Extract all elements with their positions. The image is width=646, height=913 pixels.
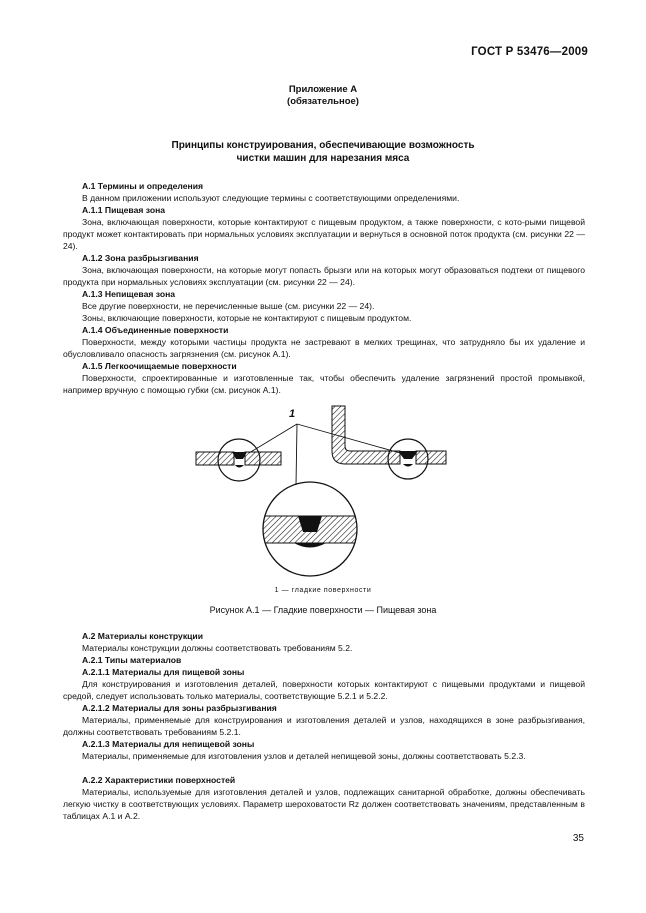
left-plate-a — [195, 451, 235, 466]
bent-plate — [331, 405, 401, 465]
section-heading: А.2.1 Типы материалов — [82, 655, 182, 665]
figure-legend: 1 — гладкие поверхности — [274, 587, 372, 594]
main-title-line1: Принципы конструирования, обеспечивающие… — [171, 140, 475, 151]
appendix-subtitle: (обязательное) — [287, 96, 359, 107]
section-heading: А.1.3 Непищевая зона — [82, 289, 176, 299]
right-detail-circle — [387, 438, 429, 480]
paragraph: Поверхности, спроектированные и изготовл… — [63, 373, 585, 395]
main-title-line2: чистки машин для нарезания мяса — [236, 153, 410, 164]
left-plate-b — [244, 451, 282, 466]
paragraph: Зоны, включающие поверхности, которые не… — [82, 313, 412, 323]
paragraph: Поверхности, между которыми частицы прод… — [63, 337, 585, 359]
section-heading: А.2.1.3 Материалы для непищевой зоны — [82, 739, 255, 749]
paragraph: Материалы, используемые для изготовления… — [63, 787, 585, 821]
enlarged-detail-circle — [262, 481, 358, 577]
right-weld-bead — [403, 464, 413, 467]
right-plate — [415, 450, 447, 465]
paragraph: В данном приложении используют следующие… — [82, 193, 460, 203]
left-detail-circle — [217, 438, 261, 482]
paragraph: Зона, включающая поверхности, на которые… — [63, 265, 585, 287]
leader-line — [296, 423, 401, 454]
figure-caption: Рисунок А.1 — Гладкие поверхности — Пище… — [209, 605, 437, 615]
figure-callout-number: 1 — [289, 408, 296, 420]
leader-line — [295, 423, 298, 486]
leader-line — [248, 423, 298, 454]
section-heading: А.2.2 Характеристики поверхностей — [82, 775, 236, 785]
right-weld — [398, 451, 418, 459]
paragraph: Материалы конструкции должны соответство… — [82, 643, 353, 653]
section-heading: А.1.5 Легкоочищаемые поверхности — [82, 361, 237, 371]
section-heading: А.1.2 Зона разбрызгивания — [82, 253, 199, 263]
left-weld-bead — [235, 465, 244, 468]
page-number: 35 — [572, 833, 584, 844]
paragraph: Материалы, применяемые для конструирован… — [63, 715, 585, 737]
section-heading: А.1.1 Пищевая зона — [82, 205, 166, 215]
enlarged-detail — [263, 515, 357, 548]
section-heading: А.2.1.1 Материалы для пищевой зоны — [82, 667, 245, 677]
section-heading: А.2.1.2 Материалы для зоны разбрызгивани… — [82, 703, 277, 713]
section-heading: А.1 Термины и определения — [82, 181, 204, 191]
paragraph: Для конструирования и изготовления детал… — [63, 679, 585, 701]
section-heading: А.2 Материалы конструкции — [82, 631, 203, 641]
appendix-title: Приложение А — [288, 84, 358, 95]
section-heading: А.1.4 Объединенные поверхности — [82, 325, 229, 335]
standard-code: ГОСТ Р 53476—2009 — [471, 46, 588, 58]
left-weld — [232, 452, 247, 459]
paragraph: Все другие поверхности, не перечисленные… — [82, 301, 375, 311]
paragraph: Материалы, применяемые для изготовления … — [82, 751, 526, 761]
paragraph: Зона, включающая поверхности, которые ко… — [63, 217, 585, 251]
